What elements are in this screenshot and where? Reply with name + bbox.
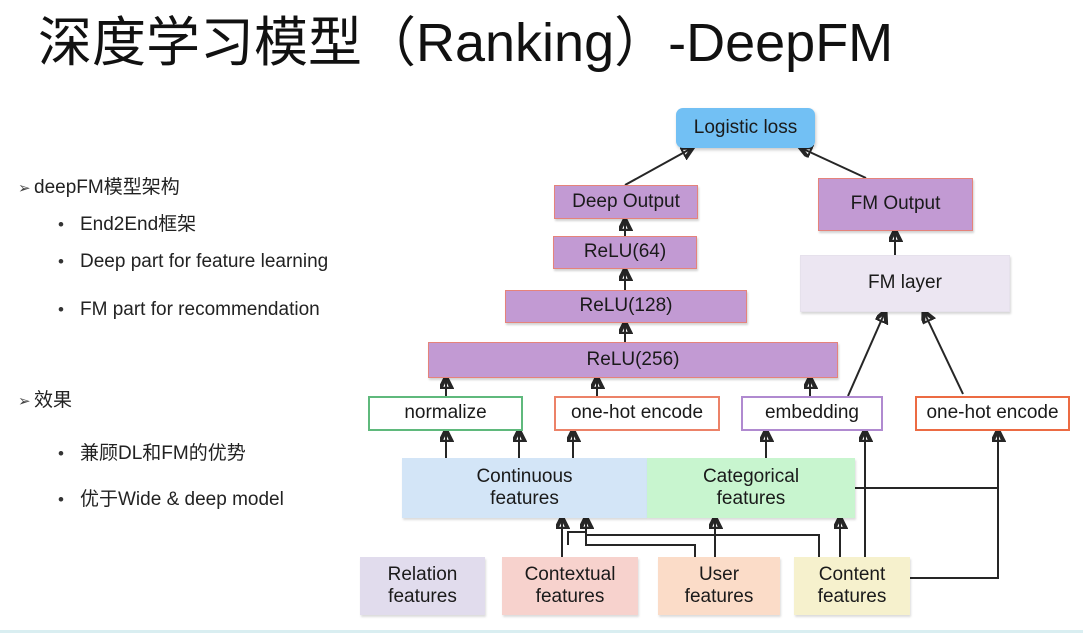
outline-item-1-3: • FM part for recommendation bbox=[58, 299, 320, 321]
outline-item-2-1-label: 兼顾DL和FM的优势 bbox=[80, 443, 246, 464]
bullet-dot-icon: • bbox=[58, 215, 64, 234]
outline-item-1-3-label: FM part for recommendation bbox=[80, 299, 320, 320]
outline-item-2-2: • 优于Wide & deep model bbox=[58, 484, 284, 511]
node-fm-output[interactable]: FM Output bbox=[818, 178, 973, 231]
bullet-dot-icon: • bbox=[58, 252, 64, 271]
node-categorical-features[interactable]: Categorical features bbox=[647, 458, 855, 518]
node-relu-256[interactable]: ReLU(256) bbox=[428, 342, 838, 378]
outline-item-1-2-label: Deep part for feature learning bbox=[80, 251, 329, 272]
outline-item-1-2: • Deep part for feature learning bbox=[58, 251, 328, 273]
node-content-features[interactable]: Content features bbox=[794, 557, 910, 615]
node-contextual-features[interactable]: Contextual features bbox=[502, 557, 638, 615]
node-user-features[interactable]: User features bbox=[658, 557, 780, 615]
outline-heading-2: ➢效果 bbox=[18, 385, 72, 412]
outline-item-1-1-label: End2End框架 bbox=[80, 214, 197, 235]
node-embedding[interactable]: embedding bbox=[741, 396, 883, 431]
outline-heading-1-label: deepFM模型架构 bbox=[34, 177, 180, 198]
bottom-divider bbox=[0, 630, 1083, 633]
node-one-hot-encode-left[interactable]: one-hot encode bbox=[554, 396, 720, 431]
node-relu-128[interactable]: ReLU(128) bbox=[505, 290, 747, 323]
outline-item-2-1: • 兼顾DL和FM的优势 bbox=[58, 438, 246, 465]
outline-item-2-2-label: 优于Wide & deep model bbox=[80, 489, 284, 510]
node-fm-layer[interactable]: FM layer bbox=[800, 255, 1010, 312]
node-continuous-features[interactable]: Continuous features bbox=[402, 458, 647, 518]
chevron-right-icon: ➢ bbox=[18, 180, 31, 197]
outline-heading-1: ➢deepFM模型架构 bbox=[18, 172, 180, 199]
node-deep-output[interactable]: Deep Output bbox=[554, 185, 698, 219]
outline-heading-2-label: 效果 bbox=[34, 390, 73, 411]
page-title: 深度学习模型（Ranking）-DeepFM bbox=[38, 13, 894, 73]
bullet-dot-icon: • bbox=[58, 444, 64, 463]
node-relation-features[interactable]: Relation features bbox=[360, 557, 485, 615]
node-one-hot-encode-right[interactable]: one-hot encode bbox=[915, 396, 1070, 431]
outline-item-1-1: • End2End框架 bbox=[58, 209, 196, 236]
node-normalize[interactable]: normalize bbox=[368, 396, 523, 431]
bullet-dot-icon: • bbox=[58, 300, 64, 319]
node-relu-64[interactable]: ReLU(64) bbox=[553, 236, 697, 269]
chevron-right-icon: ➢ bbox=[18, 393, 31, 410]
bullet-dot-icon: • bbox=[58, 490, 64, 509]
node-logistic-loss[interactable]: Logistic loss bbox=[676, 108, 815, 148]
